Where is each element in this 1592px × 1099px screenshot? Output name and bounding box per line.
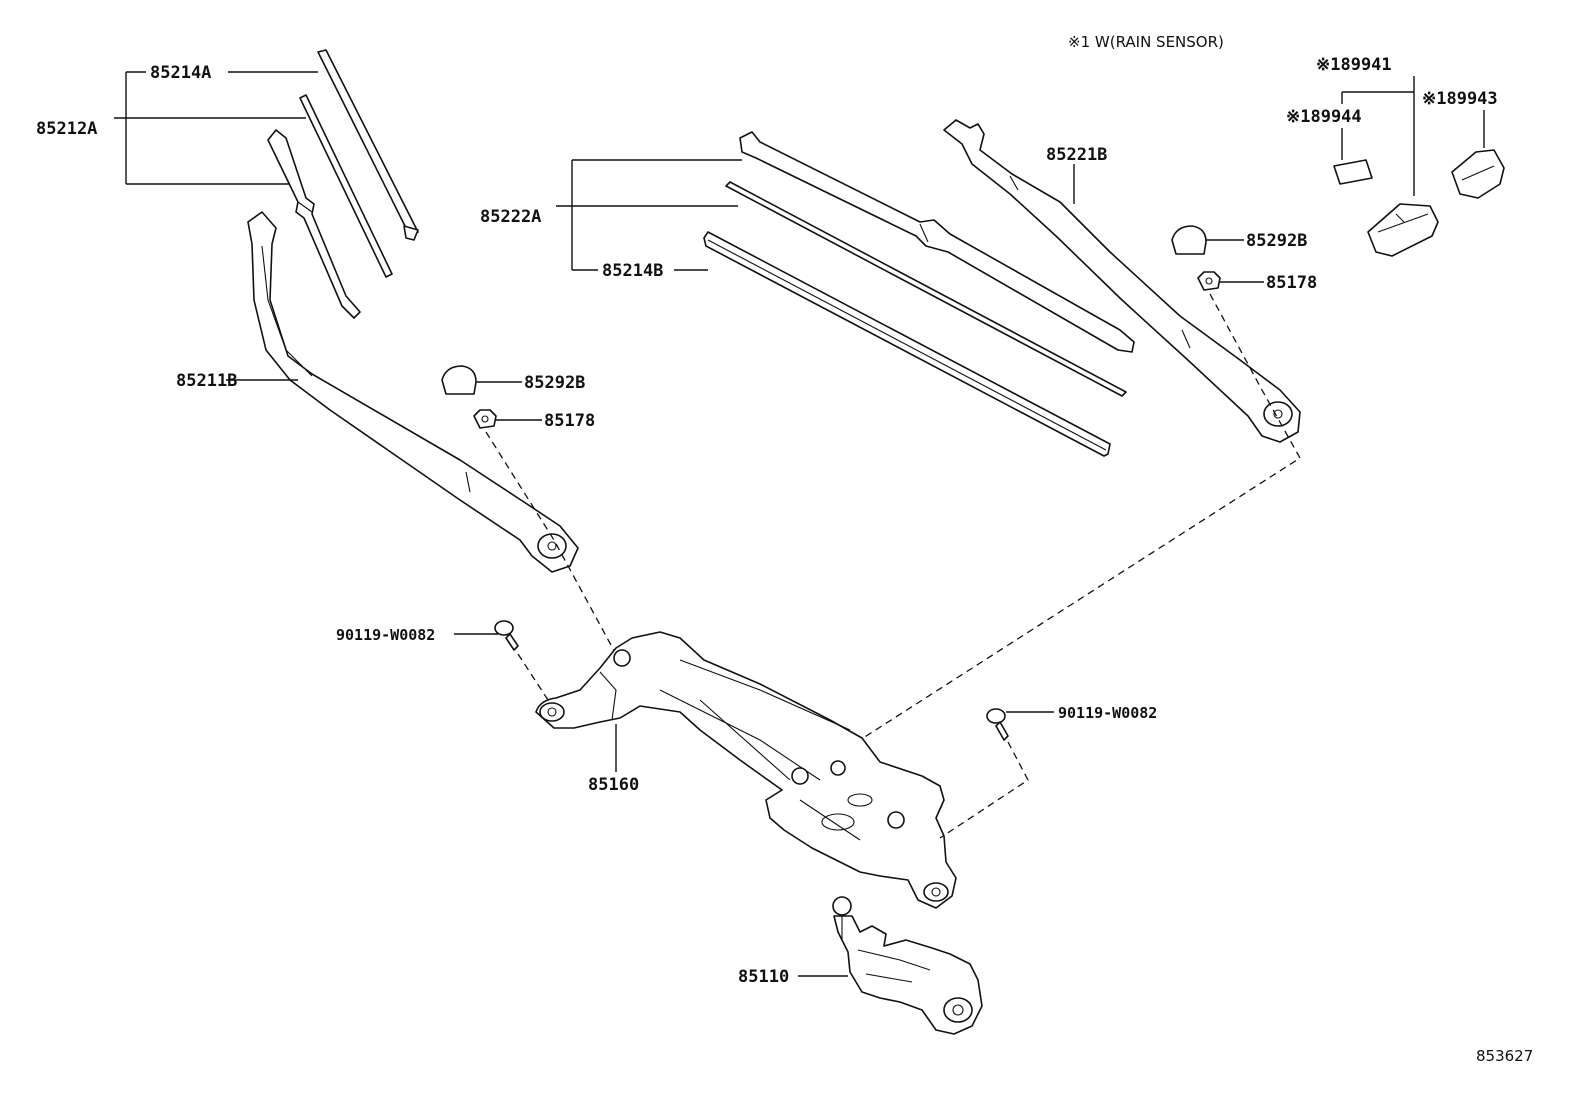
- left-arm-cap-85292B: [441, 365, 477, 395]
- left-arm-nut-85178: [473, 409, 497, 429]
- label-85211B: 85211B: [176, 371, 237, 391]
- rain-sensor-pad-189944: [1333, 159, 1373, 185]
- left-bolt-dashline: [517, 653, 549, 701]
- right-blade-refill-strip: [725, 181, 1127, 397]
- rain-sensor-note: ※1 W(RAIN SENSOR): [1068, 33, 1224, 51]
- label-85292B-right: 85292B: [1246, 231, 1307, 251]
- label-189943: ※189943: [1422, 89, 1498, 109]
- right-assembly-dashline: [859, 293, 1301, 741]
- label-85214A: 85214A: [150, 63, 211, 83]
- label-189941: ※189941: [1316, 55, 1392, 75]
- right-wiper-arm-85221B: [943, 119, 1301, 443]
- label-90119-left: 90119-W0082: [336, 626, 435, 644]
- label-85178-left: 85178: [544, 411, 595, 431]
- bracket-85222A: [556, 159, 742, 271]
- left-blade-rubber-85214A: [317, 49, 419, 241]
- label-85292B-left: 85292B: [524, 373, 585, 393]
- rain-sensor-cover-189943: [1451, 149, 1505, 199]
- right-wiper-blade-85222A: [739, 131, 1135, 353]
- label-90119-right: 90119-W0082: [1058, 704, 1157, 722]
- label-85110: 85110: [738, 967, 789, 987]
- right-arm-cap-85292B: [1171, 225, 1207, 255]
- left-bolt-90119-W0082: [494, 620, 519, 651]
- right-arm-nut-85178: [1197, 271, 1221, 291]
- wiper-link-assembly-85160: [535, 631, 957, 909]
- label-85214B: 85214B: [602, 261, 663, 281]
- rain-sensor-unit-189941: [1367, 203, 1439, 257]
- label-85221B: 85221B: [1046, 145, 1107, 165]
- wiper-motor-85110: [832, 896, 983, 1035]
- left-blade-refill-strip: [299, 94, 393, 278]
- label-189944: ※189944: [1286, 107, 1362, 127]
- label-85212A: 85212A: [36, 119, 97, 139]
- right-bolt-dashline: [939, 741, 1029, 839]
- label-85160: 85160: [588, 775, 639, 795]
- label-85222A: 85222A: [480, 207, 541, 227]
- figure-number: 853627: [1476, 1047, 1533, 1065]
- left-assembly-dashline: [485, 431, 619, 659]
- left-wiper-blade-85212A: [267, 129, 361, 319]
- bracket-85212A: [114, 71, 306, 185]
- label-85178-right: 85178: [1266, 273, 1317, 293]
- right-bolt-90119-W0082: [986, 708, 1009, 741]
- left-wiper-arm-85211B: [247, 211, 579, 573]
- right-blade-rubber-85214B: [703, 231, 1111, 457]
